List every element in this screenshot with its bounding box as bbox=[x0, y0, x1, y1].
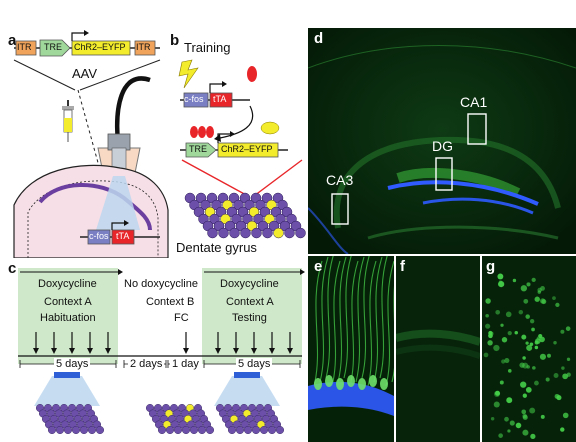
itr-right-box bbox=[134, 40, 156, 56]
context-a-1-label: Context A bbox=[44, 296, 92, 308]
panel-f-label: f bbox=[400, 258, 405, 275]
ca1-box bbox=[467, 113, 487, 145]
ca3-box bbox=[331, 193, 349, 225]
duration-4: 5 days bbox=[236, 358, 273, 370]
fc-label: FC bbox=[174, 312, 189, 324]
tre-label: TRE bbox=[44, 42, 62, 52]
panel-e-label: e bbox=[314, 258, 323, 275]
panel-e-image bbox=[308, 256, 394, 442]
lightning-icon bbox=[178, 59, 199, 89]
aav-label: AAV bbox=[72, 66, 98, 81]
dg-cell-lattice bbox=[184, 192, 306, 239]
tre-label-b: TRE bbox=[189, 144, 207, 154]
context-b-label: Context B bbox=[146, 296, 195, 308]
itr-left-box bbox=[15, 40, 37, 56]
chr2-box bbox=[71, 40, 131, 56]
tta-label-a: tTA bbox=[116, 231, 130, 241]
panel-a: a bbox=[0, 30, 170, 258]
itr-right-label: ITR bbox=[136, 42, 151, 52]
duration-3: 1 day bbox=[170, 358, 201, 370]
dentate-gyrus-label: Dentate gyrus bbox=[176, 240, 257, 255]
panel-g-image bbox=[482, 256, 576, 442]
habituation-label: Habituation bbox=[40, 312, 96, 324]
panel-c-label: c bbox=[8, 260, 17, 277]
dg-label: DG bbox=[432, 138, 453, 154]
panel-d: d CA1 DG CA3 bbox=[308, 28, 576, 254]
panel-f-image bbox=[396, 256, 480, 442]
dox-2-label: Doxycycline bbox=[220, 278, 279, 290]
duration-2: 2 days bbox=[128, 358, 165, 370]
panel-b-diagram bbox=[178, 59, 306, 239]
optic-cable bbox=[115, 76, 151, 143]
chr2-label-b: ChR2–EYFP bbox=[221, 144, 273, 154]
ca1-label: CA1 bbox=[460, 94, 488, 110]
no-dox-label: No doxycycline bbox=[124, 278, 198, 290]
context-a-2-label: Context A bbox=[226, 296, 274, 308]
syringe-icon bbox=[62, 100, 74, 142]
panel-b-label: b bbox=[170, 32, 180, 49]
ca3-label: CA3 bbox=[326, 172, 354, 188]
testing-label: Testing bbox=[232, 312, 267, 324]
panel-b: b Training c-fos tTA TRE ChR2–EY bbox=[170, 30, 308, 258]
training-label: Training bbox=[184, 40, 231, 55]
panel-e: e bbox=[308, 256, 394, 442]
dox-1-label: Doxycycline bbox=[38, 278, 97, 290]
panel-c: c Doxycycline Context A Habituation No d… bbox=[0, 258, 306, 442]
tta-label-b: tTA bbox=[213, 94, 227, 104]
cfos-label-b: c-fos bbox=[184, 94, 204, 104]
dg-box bbox=[435, 157, 453, 191]
panel-g: g bbox=[482, 256, 576, 442]
panel-g-label: g bbox=[486, 258, 496, 275]
tre-box bbox=[39, 39, 71, 57]
panel-d-image bbox=[308, 28, 576, 254]
panel-a-label: a bbox=[8, 32, 17, 49]
panel-a-diagram bbox=[13, 30, 169, 258]
itr-left-label: ITR bbox=[17, 42, 32, 52]
panel-c-timeline bbox=[18, 268, 305, 434]
panel-d-label: d bbox=[314, 30, 324, 47]
panel-f: f bbox=[396, 256, 480, 442]
duration-1: 5 days bbox=[54, 358, 91, 370]
chr2-label: ChR2–EYFP bbox=[74, 42, 126, 52]
cfos-label-a: c-fos bbox=[89, 231, 109, 241]
